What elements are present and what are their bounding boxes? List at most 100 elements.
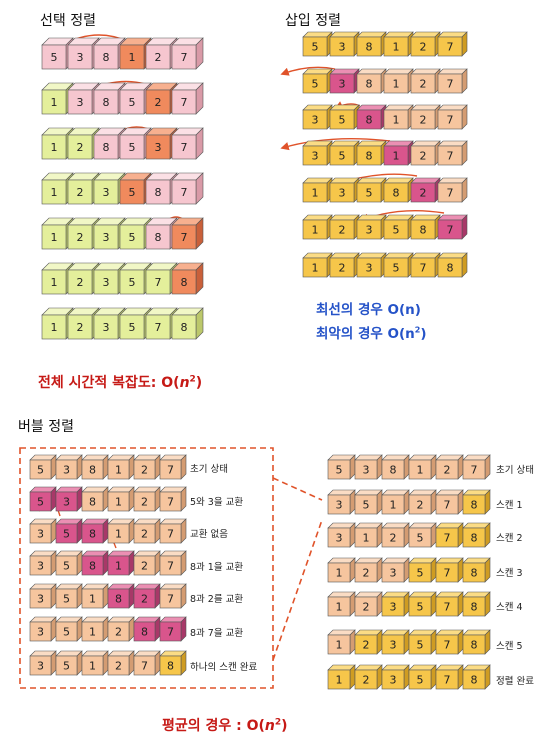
cube-value: 3 [336, 499, 343, 512]
cube-cell: 3 [302, 104, 333, 130]
cube-cell: 5 [356, 177, 387, 203]
cube-value: 5 [129, 141, 136, 154]
cube-value: 1 [51, 186, 58, 199]
cube-value: 2 [417, 499, 424, 512]
cube-cell: 7 [159, 583, 187, 609]
cube-value: 2 [420, 78, 427, 91]
cube-cell: 2 [410, 140, 441, 166]
cube-cell: 7 [437, 214, 468, 240]
cube-value: 1 [393, 150, 400, 163]
cube-cell: 5 [302, 68, 333, 94]
cube-value: 7 [447, 150, 454, 163]
cube-value: 5 [63, 593, 70, 606]
cube-cell: 7 [437, 140, 468, 166]
cube-value: 5 [63, 528, 70, 541]
cube-value: 2 [141, 560, 148, 573]
cube-value: 8 [471, 532, 478, 545]
cube-value: 2 [115, 626, 122, 639]
cube-cell: 7 [159, 454, 187, 480]
bubble-detail-label: 8과 2를 교환 [190, 594, 244, 605]
cube-value: 3 [390, 567, 397, 580]
bubble-scan-label: 스캔 1 [496, 500, 523, 511]
cube-value: 2 [155, 51, 162, 64]
cube-value: 5 [417, 567, 424, 580]
cube-value: 2 [141, 593, 148, 606]
cube-cell: 5 [29, 486, 57, 512]
cube-value: 7 [167, 464, 174, 477]
cube-value: 1 [89, 660, 96, 673]
cube-value: 3 [366, 262, 373, 275]
cube-value: 5 [393, 224, 400, 237]
cube-cell: 1 [327, 629, 356, 655]
cube-cell: 2 [354, 629, 383, 655]
cube-cell: 7 [435, 522, 464, 548]
cube-cell: 1 [381, 489, 410, 515]
cube-value: 1 [51, 96, 58, 109]
cube-value: 7 [444, 674, 451, 687]
cube-cell: 2 [107, 650, 135, 676]
cube-cell: 8 [159, 650, 187, 676]
cube-value: 1 [336, 674, 343, 687]
cube-value: 8 [181, 321, 188, 334]
cube-value: 1 [363, 532, 370, 545]
cube-cell: 2 [329, 252, 360, 278]
cube-value: 8 [447, 262, 454, 275]
cube-value: 5 [37, 464, 44, 477]
cube-cell: 5 [383, 214, 414, 240]
cube-cell: 8 [381, 454, 410, 480]
cube-value: 2 [420, 41, 427, 54]
cube-value: 2 [363, 639, 370, 652]
cube-cell: 8 [356, 68, 387, 94]
cube-cell: 5 [408, 664, 437, 690]
cube-cell: 8 [356, 31, 387, 57]
cube-value: 2 [363, 601, 370, 614]
cube-cell: 1 [41, 307, 74, 340]
cube-value: 2 [363, 567, 370, 580]
cube-value: 7 [444, 601, 451, 614]
cube-value: 1 [417, 464, 424, 477]
cube-cell: 3 [356, 252, 387, 278]
cube-value: 1 [89, 626, 96, 639]
cube-cell: 1 [327, 591, 356, 617]
cube-value: 7 [167, 560, 174, 573]
cube-cell: 5 [55, 550, 83, 576]
cube-cell: 3 [329, 177, 360, 203]
cube-value: 5 [129, 96, 136, 109]
cube-cell: 1 [383, 104, 414, 130]
cube-cell: 7 [171, 172, 204, 205]
cube-value: 8 [141, 626, 148, 639]
cube-cell: 1 [107, 454, 135, 480]
cube-cell: 5 [327, 454, 356, 480]
cube-cell: 8 [437, 252, 468, 278]
cube-cell: 3 [29, 550, 57, 576]
cube-cell: 5 [408, 629, 437, 655]
cube-cell: 2 [133, 486, 161, 512]
bubble-detail-frame [19, 447, 274, 689]
bubble-detail-label: 8과 1을 교환 [190, 562, 244, 573]
cube-cell: 1 [383, 31, 414, 57]
bubble-detail-label: 하나의 스캔 완료 [190, 662, 258, 673]
cube-value: 3 [37, 626, 44, 639]
cube-value: 3 [77, 51, 84, 64]
cube-cell: 3 [381, 629, 410, 655]
cube-cell: 8 [462, 522, 491, 548]
cube-value: 8 [366, 78, 373, 91]
cube-value: 2 [390, 532, 397, 545]
cube-value: 8 [89, 560, 96, 573]
selection-complexity: 전체 시간적 복잡도: O(n2) [38, 374, 203, 391]
cube-cell: 8 [133, 616, 161, 642]
cube-value: 5 [366, 187, 373, 200]
cube-cell: 8 [462, 629, 491, 655]
cube-value: 3 [37, 660, 44, 673]
cube-value: 8 [471, 499, 478, 512]
cube-value: 3 [312, 150, 319, 163]
cube-cell: 3 [329, 31, 360, 57]
cube-cell: 8 [107, 583, 135, 609]
cube-cell: 7 [410, 252, 441, 278]
bubble-scan-label: 스캔 2 [496, 533, 523, 544]
cube-value: 1 [390, 499, 397, 512]
cube-value: 8 [471, 601, 478, 614]
cube-cell: 8 [81, 486, 109, 512]
cube-cell: 3 [381, 557, 410, 583]
